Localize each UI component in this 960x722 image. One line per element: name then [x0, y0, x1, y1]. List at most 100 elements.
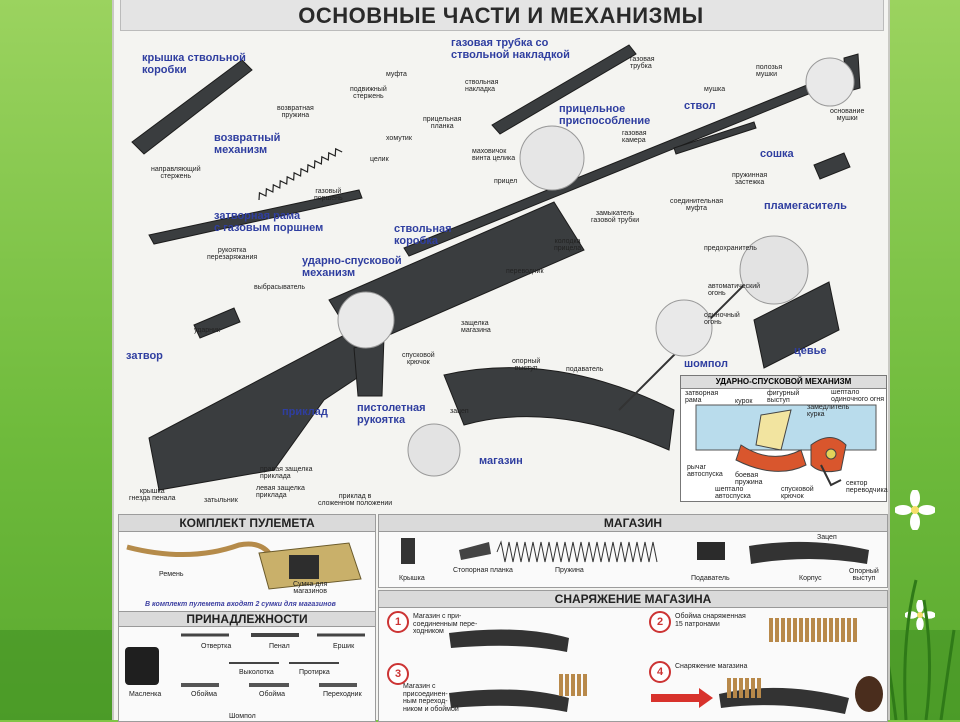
step-4-text: Снаряжение магазина	[675, 663, 748, 670]
bolt-inset	[337, 291, 395, 349]
selector-inset	[739, 235, 809, 305]
mag-item-4: Корпус	[799, 575, 822, 582]
label-slider: целик	[370, 156, 389, 163]
frontsight-inset	[805, 57, 855, 107]
magazine	[443, 367, 675, 451]
title-bar	[120, 0, 884, 31]
handguard	[753, 281, 840, 369]
kit-note: В комплект пулемета входят 2 сумки для м…	[145, 601, 336, 608]
kit-belt: Ремень	[159, 571, 184, 578]
kit-item-4: Протирка	[299, 669, 330, 676]
gas-tube	[491, 44, 637, 135]
sight-inset	[519, 125, 585, 191]
label-magazine: магазин	[479, 455, 523, 467]
fire-control-drawing	[695, 404, 877, 487]
label-clamp: хомутик	[386, 135, 412, 142]
magazine-section: МАГАЗИН Крышка Стопорная планка Пружина …	[378, 514, 888, 588]
return-spring	[258, 147, 343, 201]
flower-icon	[895, 490, 935, 530]
bolt	[193, 307, 241, 339]
label-mufta: муфта	[386, 71, 407, 78]
label-rod: шомпол	[684, 358, 728, 370]
kit-bottom: Шомпол	[229, 713, 256, 720]
kit-item-6: Обойма	[191, 691, 217, 698]
label-front-sight: мушка	[704, 86, 726, 93]
accessories-drawing	[125, 633, 365, 687]
mag-item-0: Крышка	[399, 575, 425, 582]
label-sight-block: прицел	[494, 178, 518, 185]
loading-title: СНАРЯЖЕНИЕ МАГАЗИНА	[379, 591, 887, 608]
magazine-title: МАГАЗИН	[379, 515, 887, 532]
page-title: ОСНОВНЫЕ ЧАСТИ И МЕХАНИЗМЫ	[298, 3, 704, 28]
label-firing-pin: ударник	[194, 327, 220, 334]
kit-item-8: Переходник	[323, 691, 362, 698]
loading-section: СНАРЯЖЕНИЕ МАГАЗИНА 1 Магазин с при-соед…	[378, 590, 888, 722]
loading-drawing	[449, 618, 883, 714]
grass-left	[0, 630, 112, 720]
label-ejector: выбрасыватель	[254, 284, 305, 291]
bipod	[673, 121, 757, 155]
mag-item-1: Стопорная планка	[453, 567, 513, 574]
label-barrel: ствол	[684, 100, 716, 112]
grass-blades	[886, 579, 956, 720]
kit-item-5: Масленка	[129, 691, 162, 698]
step-1-text: Магазин с при-соединенным пере-ходником	[413, 613, 478, 636]
follower-inset	[655, 299, 713, 357]
step-4-number: 4	[649, 661, 671, 683]
label-bipod: сошка	[760, 148, 794, 160]
label-follower: подаватель	[566, 366, 604, 373]
fc-hammer: курок	[735, 398, 753, 405]
kit-item-3: Выколотка	[239, 669, 274, 676]
label-butt-plate: затыльник	[204, 497, 238, 504]
label-safety: предохранитель	[704, 245, 757, 252]
bolt-carrier	[148, 189, 363, 245]
fire-control-title: УДАРНО-СПУСКОВОЙ МЕХАНИЗМ	[681, 376, 886, 389]
step-2-number: 2	[649, 611, 671, 633]
kit-item-2: Ершик	[333, 643, 355, 650]
kit-drawing	[126, 541, 362, 590]
stock-latch-inset	[407, 423, 461, 477]
kit-item-0: Отвертка	[201, 643, 232, 650]
label-hook: зацеп	[450, 408, 469, 415]
mag-item-3: Подаватель	[691, 575, 730, 582]
